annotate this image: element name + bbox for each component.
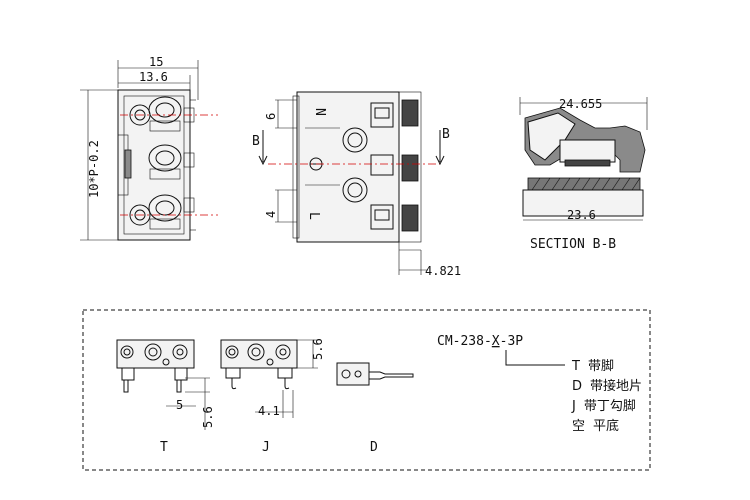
dim-4821: 4.821 bbox=[425, 264, 461, 278]
label-j: J bbox=[262, 440, 270, 455]
dim-56-left: 5.6 bbox=[201, 406, 215, 428]
top-view: 15 13.6 10*P-0.2 bbox=[80, 55, 218, 241]
dim-width-inner: 13.6 bbox=[139, 70, 168, 84]
variant-d: D bbox=[336, 362, 414, 455]
variant-t: 5 5.6 T bbox=[116, 339, 215, 455]
dim-height: 10*P-0.2 bbox=[87, 140, 101, 198]
section-mark-right: B bbox=[442, 127, 450, 142]
variant-j: 5.6 4.1 J bbox=[220, 338, 325, 455]
terminal-1 bbox=[129, 96, 182, 132]
dim-5: 5 bbox=[176, 398, 183, 412]
part-code-x: X bbox=[492, 334, 500, 349]
dim-6: 6 bbox=[264, 113, 278, 120]
label-n: N bbox=[312, 108, 327, 116]
label-t: T bbox=[160, 440, 168, 455]
dim-width-outer: 15 bbox=[149, 55, 163, 69]
legend-blank: 空平底 bbox=[572, 418, 619, 434]
dim-section-top: 24.655 bbox=[559, 97, 602, 111]
label-l: L bbox=[306, 212, 321, 220]
dim-section-bottom: 23.6 bbox=[567, 208, 596, 222]
front-view: N L B B 6 4 bbox=[252, 91, 461, 278]
variants-frame bbox=[82, 309, 651, 471]
part-code-base: CM-238- bbox=[437, 334, 492, 349]
section-mark-left: B bbox=[252, 134, 260, 149]
terminal-2 bbox=[148, 144, 182, 180]
dim-4: 4 bbox=[264, 211, 278, 218]
part-code: CM-238-X-3P bbox=[437, 334, 523, 349]
section-view: 24.655 23.6 SECTION B-B bbox=[519, 97, 648, 252]
dim-41: 4.1 bbox=[258, 404, 280, 418]
part-code-tail: -3P bbox=[500, 334, 524, 349]
terminal-3 bbox=[129, 194, 182, 230]
dim-56-right: 5.6 bbox=[311, 338, 325, 360]
label-d: D bbox=[370, 440, 378, 455]
section-caption: SECTION B-B bbox=[530, 237, 616, 252]
